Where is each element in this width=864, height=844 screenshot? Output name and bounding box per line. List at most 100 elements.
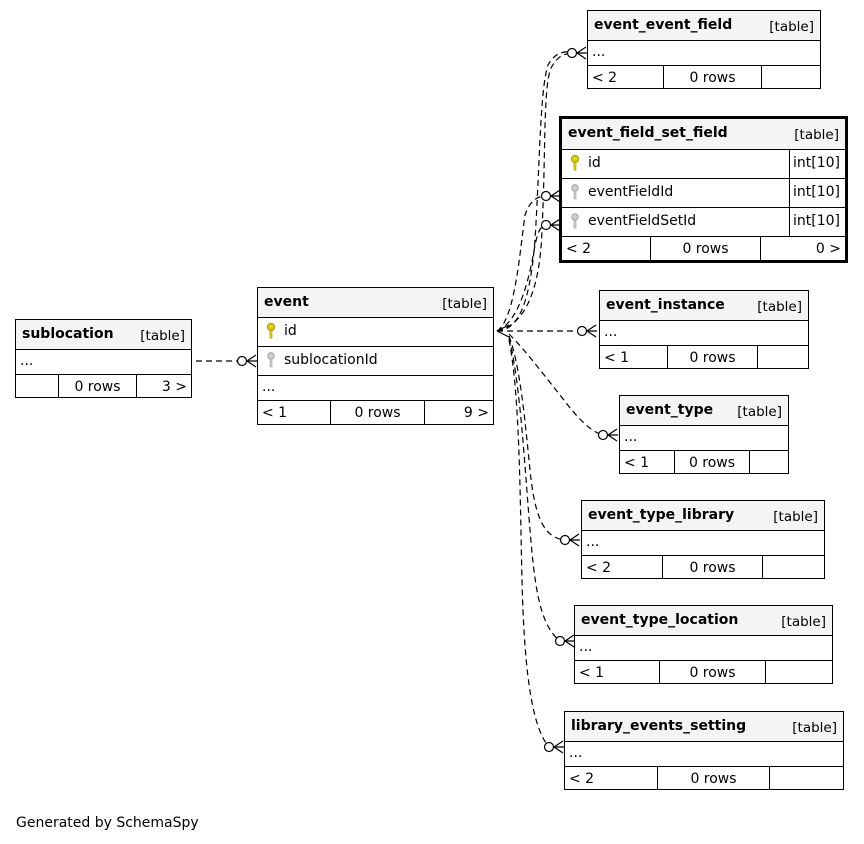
- edge-end-circle: [554, 635, 566, 647]
- table-footer: < 1 0 rows: [620, 451, 788, 473]
- edge-end-circle: [540, 219, 552, 231]
- parents-count[interactable]: < 1: [624, 455, 650, 471]
- column-type: int[10]: [789, 208, 845, 236]
- table-more-row: ...: [600, 321, 808, 346]
- row-count: 0 rows: [330, 401, 424, 424]
- table-event_type[interactable]: event_type [table] ... < 1 0 rows: [619, 395, 789, 474]
- more-columns: ...: [624, 429, 638, 445]
- parents-count[interactable]: < 2: [586, 560, 612, 576]
- table-more-row: ...: [582, 531, 824, 556]
- table-footer: < 1 0 rows 9 >: [258, 401, 493, 424]
- table-event_event_field[interactable]: event_event_field [table] ... < 2 0 rows: [587, 10, 821, 89]
- table-header: event_type_library [table]: [582, 501, 824, 531]
- table-header: event_event_field [table]: [588, 11, 820, 41]
- column-row: eventFieldSetId int[10]: [562, 208, 845, 237]
- more-columns: ...: [586, 534, 600, 550]
- table-event[interactable]: event [table] id sublocationId ... < 1 0…: [257, 287, 494, 425]
- column-type: int[10]: [789, 179, 845, 207]
- edge-event-event_field_set_field-a: [496, 195, 547, 332]
- row-count: 0 rows: [667, 346, 757, 368]
- more-columns: ...: [604, 324, 618, 340]
- table-header: event_type_location [table]: [575, 606, 832, 636]
- table-footer: < 2 0 rows: [582, 556, 824, 578]
- children-count[interactable]: [749, 451, 788, 473]
- children-count[interactable]: 0 >: [760, 237, 845, 260]
- table-sublocation[interactable]: sublocation [table] ... 0 rows 3 >: [15, 319, 192, 398]
- edge-event-library_events_setting: [508, 339, 550, 748]
- table-kind: [table]: [794, 127, 839, 143]
- parents-count[interactable]: < 1: [604, 350, 630, 366]
- column-name: sublocationId: [284, 352, 378, 368]
- edge-event-event_event_field-b: [496, 53, 573, 332]
- parents-count[interactable]: < 2: [566, 241, 592, 257]
- foreign-key-icon: [571, 184, 579, 200]
- table-name: library_events_setting: [571, 718, 747, 734]
- table-footer: < 2 0 rows: [565, 767, 843, 789]
- table-library_events_setting[interactable]: library_events_setting [table] ... < 2 0…: [564, 711, 844, 790]
- table-footer: < 1 0 rows: [575, 661, 832, 683]
- children-count[interactable]: 9 >: [424, 401, 493, 424]
- table-more-row: ...: [258, 376, 493, 401]
- table-kind: [table]: [792, 720, 837, 736]
- table-name: event_field_set_field: [568, 125, 728, 141]
- table-header: event_field_set_field [table]: [562, 119, 845, 150]
- parents-count[interactable]: < 2: [569, 771, 595, 787]
- table-header: event_instance [table]: [600, 291, 808, 321]
- table-header: library_events_setting [table]: [565, 712, 843, 742]
- edge-event-event_type_location: [508, 337, 561, 642]
- table-name: event_type_library: [588, 507, 735, 523]
- parents-count[interactable]: < 1: [579, 665, 605, 681]
- table-footer: < 1 0 rows: [600, 346, 808, 368]
- table-name: event_event_field: [594, 17, 733, 33]
- table-kind: [table]: [757, 299, 802, 315]
- table-event_type_library[interactable]: event_type_library [table] ... < 2 0 row…: [581, 500, 825, 579]
- children-count[interactable]: 3 >: [136, 375, 191, 397]
- more-columns: ...: [569, 745, 583, 761]
- table-kind: [table]: [781, 614, 826, 630]
- table-event_type_location[interactable]: event_type_location [table] ... < 1 0 ro…: [574, 605, 833, 684]
- row-count: 0 rows: [650, 237, 760, 260]
- children-count[interactable]: [765, 661, 832, 683]
- edge-end-circle: [597, 429, 609, 441]
- table-name: event_instance: [606, 297, 725, 313]
- table-event_field_set_field[interactable]: event_field_set_field [table] id int[10]…: [559, 116, 848, 263]
- crowfoot: [552, 740, 564, 754]
- column-name: eventFieldId: [588, 184, 674, 200]
- edge-event-event_type_library: [508, 335, 566, 541]
- children-count[interactable]: [762, 556, 824, 578]
- table-more-row: ...: [620, 426, 788, 451]
- crowfoot: [606, 428, 618, 442]
- column-row: id: [258, 318, 493, 347]
- table-footer: < 2 0 rows 0 >: [562, 237, 845, 260]
- crowfoot: [245, 354, 257, 368]
- table-kind: [table]: [737, 404, 782, 420]
- table-footer: < 2 0 rows: [588, 66, 820, 88]
- edge-end-circle: [566, 47, 578, 59]
- more-columns: ...: [262, 379, 276, 395]
- table-more-row: ...: [588, 41, 820, 66]
- table-kind: [table]: [442, 296, 487, 312]
- children-count[interactable]: [761, 66, 820, 88]
- children-count[interactable]: [769, 767, 843, 789]
- table-event_instance[interactable]: event_instance [table] ... < 1 0 rows: [599, 290, 809, 369]
- parents-count[interactable]: [16, 375, 58, 397]
- table-more-row: ...: [575, 636, 832, 661]
- edge-end-circle: [559, 534, 571, 546]
- children-count[interactable]: [757, 346, 808, 368]
- row-count: 0 rows: [659, 661, 765, 683]
- column-name: eventFieldSetId: [588, 213, 697, 229]
- parents-count[interactable]: < 1: [262, 405, 288, 421]
- primary-key-icon: [571, 155, 579, 171]
- row-count: 0 rows: [58, 375, 136, 397]
- table-more-row: ...: [565, 742, 843, 767]
- row-count: 0 rows: [674, 451, 749, 473]
- generated-by-footer: Generated by SchemaSpy: [16, 815, 199, 831]
- crowfoot: [496, 324, 510, 338]
- column-name: id: [284, 323, 297, 339]
- more-columns: ...: [592, 44, 606, 60]
- more-columns: ...: [20, 353, 34, 369]
- edge-event-event_event_field-a: [496, 51, 573, 332]
- table-kind: [table]: [769, 19, 814, 35]
- parents-count[interactable]: < 2: [592, 70, 618, 86]
